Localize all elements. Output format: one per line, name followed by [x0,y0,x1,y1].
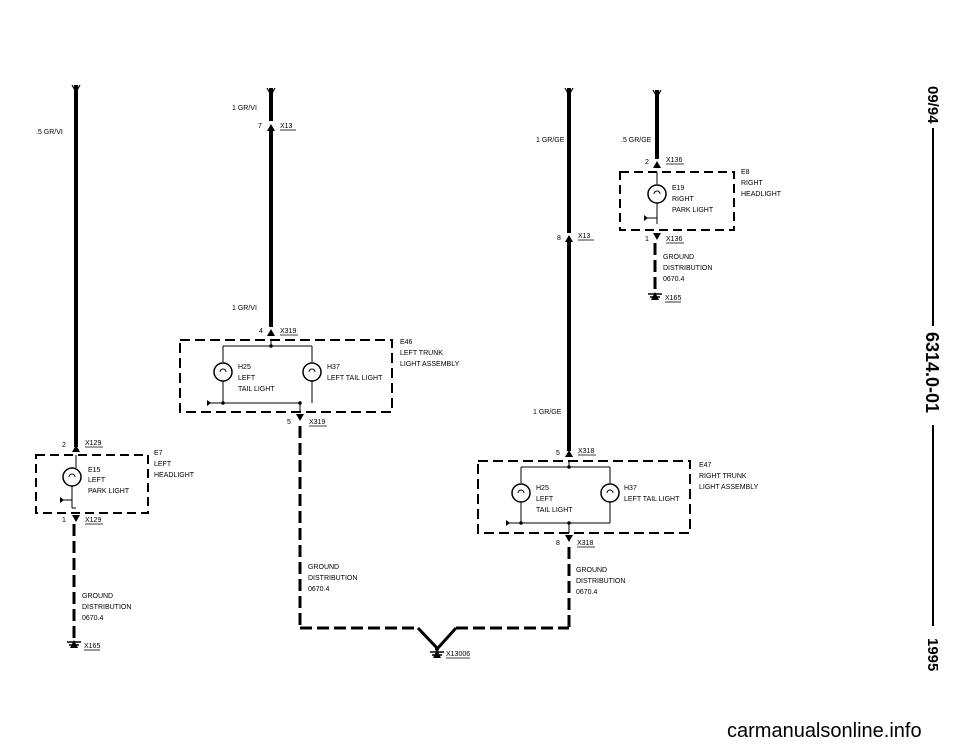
lamp-id-h37: H37 [624,485,637,492]
sidebar-doc-number: 6314.0-01 [922,332,942,413]
sidebar: 09/94 6314.0-01 1995 [922,86,942,671]
connector-label-x136: X136 [666,157,682,164]
lamp-id-h25: H25 [238,364,251,371]
component-label: RIGHT TRUNK [699,473,747,480]
ground-label: GROUND [308,564,339,571]
component-id-e7: E7 [154,450,163,457]
pin-label: 1 [62,517,66,524]
component-label: HEADLIGHT [741,191,782,198]
connector-label-x13: X13 [578,233,591,240]
wire-right-headlight-ground: 1 X136 GROUND DISTRIBUTION 0670.4 X165 [645,233,712,303]
pin-label: 2 [62,442,66,449]
pin-label: 5 [287,419,291,426]
wire-label-w2: 1 GR/VI [232,305,257,312]
connector-label-x319: X319 [309,419,325,426]
wire-left-trunk: 1 GR/VI 7 X13 1 GR/VI 4 X319 [232,87,298,336]
ground-label: GROUND [576,567,607,574]
component-e46: H25 LEFT TAIL LIGHT H37 LEFT TAIL LIGHT … [179,339,460,413]
pin-label: 8 [557,235,561,242]
ground-joint-x13006: X13006 [430,647,470,659]
pin-label: 2 [645,159,649,166]
lamp-id-e19: E19 [672,185,685,192]
ground-label: GROUND [663,254,694,261]
ground-label: 0670.4 [308,586,330,593]
lamp-label: TAIL LIGHT [536,507,573,514]
lamp-label: PARK LIGHT [672,207,714,214]
wire-left-headlight: .5 GR/VI 2 X129 [36,84,103,452]
component-e8: E19 RIGHT PARK LIGHT E8 RIGHT HEADLIGHT [619,169,782,231]
wire-label-w4: .5 GR/GE [621,137,652,144]
ground-label: DISTRIBUTION [663,265,712,272]
connector-label-x129: X129 [85,440,101,447]
pin-label: 7 [258,123,262,130]
lamp-id-h25: H25 [536,485,549,492]
component-label: LIGHT ASSEMBLY [400,361,460,368]
lamp-id-e15: E15 [88,467,101,474]
ground-label: DISTRIBUTION [308,575,357,582]
ground-label: 0670.4 [576,589,598,596]
component-id-e8: E8 [741,169,750,176]
lamp-label: LEFT TAIL LIGHT [327,375,383,382]
lamp-label: LEFT [88,477,106,484]
wire-left-ground: 1 X129 GROUND DISTRIBUTION 0670.4 X165 [62,515,131,651]
wire-right-trunk-ground: 8 X318 GROUND DISTRIBUTION 0670.4 [436,535,625,650]
component-label: LIGHT ASSEMBLY [699,484,759,491]
ground-label: 0670.4 [663,276,685,283]
lamp-label: RIGHT [672,196,695,203]
lamp-label: LEFT TAIL LIGHT [624,496,680,503]
connector-label-x318: X318 [577,540,593,547]
connector-label-x318: X318 [578,448,594,455]
wire-label-w3: 1 GR/GE [533,409,562,416]
lamp-label: TAIL LIGHT [238,386,275,393]
component-e7: E15 LEFT PARK LIGHT E7 LEFT HEADLIGHT [35,450,195,514]
wire-left-trunk-ground: 5 X319 GROUND DISTRIBUTION 0670.4 [287,414,439,650]
wire-label-w1: .5 GR/VI [36,129,63,136]
sidebar-year: 1995 [924,638,941,671]
ground-label: 0670.4 [82,615,104,622]
component-label: HEADLIGHT [154,472,195,479]
wire-label-w3: 1 GR/GE [536,137,565,144]
wire-label-w2: 1 GR/VI [232,105,257,112]
wire-right-headlight: .5 GR/GE 2 X136 [621,89,684,168]
component-id-e46: E46 [400,339,413,346]
ground-label: DISTRIBUTION [576,578,625,585]
component-e47: H25 LEFT TAIL LIGHT H37 LEFT TAIL LIGHT … [477,460,759,534]
watermark: carmanualsonline.info [727,720,922,742]
connector-label-x319: X319 [280,328,296,335]
ground-id-x165: X165 [84,643,100,650]
pin-label: 8 [556,540,560,547]
component-label: LEFT [154,461,172,468]
lamp-id-h37: H37 [327,364,340,371]
connector-label-x129: X129 [85,517,101,524]
component-label: LEFT TRUNK [400,350,443,357]
pin-label: 1 [645,236,649,243]
lamp-label: PARK LIGHT [88,488,130,495]
ground-id-x165: X165 [665,295,681,302]
component-id-e47: E47 [699,462,712,469]
ground-label: GROUND [82,593,113,600]
connector-label-x136: X136 [666,236,682,243]
pin-label: 4 [259,328,263,335]
ground-label: DISTRIBUTION [82,604,131,611]
pin-label: 5 [556,450,560,457]
component-label: RIGHT [741,180,764,187]
lamp-label: LEFT [238,375,256,382]
wire-right-trunk: 1 GR/GE 8 X13 1 GR/GE 5 X318 [533,87,596,457]
sidebar-date: 09/94 [924,86,941,124]
ground-id-x13006: X13006 [446,651,470,658]
lamp-label: LEFT [536,496,554,503]
connector-label-x13: X13 [280,123,293,130]
